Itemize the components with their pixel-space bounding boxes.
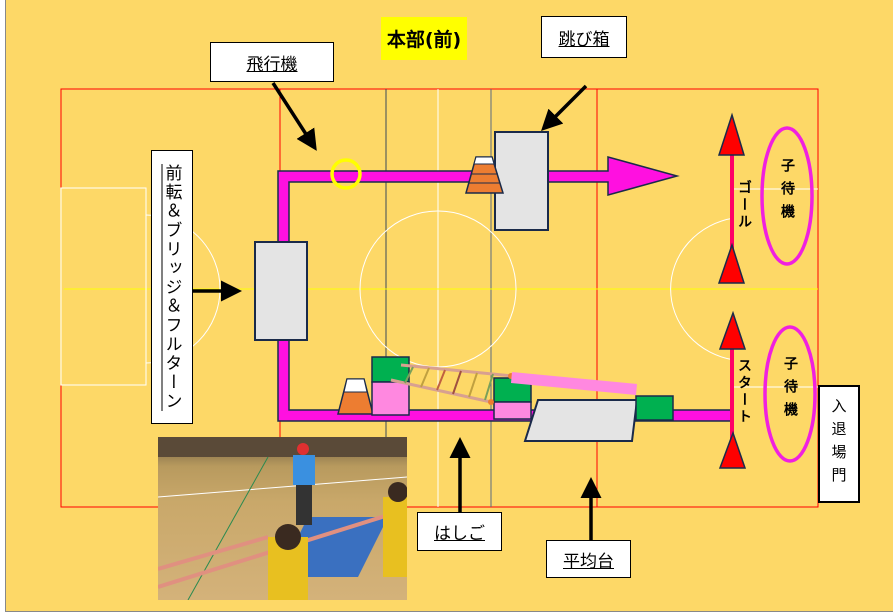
waiting-area-goal bbox=[760, 126, 814, 266]
heikindai-label: 平均台 bbox=[546, 540, 631, 578]
pink-beam bbox=[511, 372, 637, 395]
support-block bbox=[371, 381, 410, 416]
support-block bbox=[635, 395, 674, 421]
hashigo-label: はしご bbox=[417, 512, 502, 551]
course-map bbox=[60, 82, 819, 540]
support-block bbox=[493, 401, 532, 420]
hikouki-label: 飛行機 bbox=[210, 42, 334, 82]
gym-floor-diagram: 本部(前) 跳び箱 飛行機 前転＆ブリッジ＆フルターン はしご 平均台 入退場門… bbox=[5, 0, 893, 612]
balance-beam bbox=[523, 399, 639, 442]
wait-label-goal: 子待機 bbox=[779, 158, 795, 227]
activity-photo bbox=[158, 437, 407, 600]
airplane-marker-icon bbox=[330, 158, 362, 190]
pointer-arrows bbox=[193, 82, 602, 540]
arrow-icon bbox=[271, 82, 317, 151]
cone-icon bbox=[465, 156, 505, 194]
support-block bbox=[371, 356, 410, 383]
vaulting-box bbox=[494, 131, 549, 231]
center-circle bbox=[359, 210, 517, 368]
waiting-area-start bbox=[763, 325, 817, 463]
penalty-box bbox=[60, 187, 147, 386]
arrow-icon bbox=[541, 84, 588, 131]
start-label: スタート bbox=[736, 358, 752, 426]
tobibako-label: 跳び箱 bbox=[541, 16, 627, 58]
right-arc bbox=[670, 217, 735, 361]
goal-label: ゴール bbox=[736, 180, 752, 231]
start-cone-icon bbox=[718, 310, 747, 350]
honbu-label: 本部(前) bbox=[381, 17, 467, 60]
start-cone-icon bbox=[718, 430, 747, 469]
goal-cone-icon bbox=[717, 242, 746, 284]
ladder-icon bbox=[390, 363, 514, 405]
entrance-gate-label: 入退場門 bbox=[818, 385, 860, 503]
course-path bbox=[277, 156, 732, 422]
zenten-label: 前転＆ブリッジ＆フルターン bbox=[151, 150, 193, 424]
mat-zenten bbox=[254, 241, 308, 341]
goal-cone-icon bbox=[717, 112, 746, 156]
wait-label-start: 子待機 bbox=[782, 356, 798, 425]
cone-icon bbox=[337, 378, 374, 415]
